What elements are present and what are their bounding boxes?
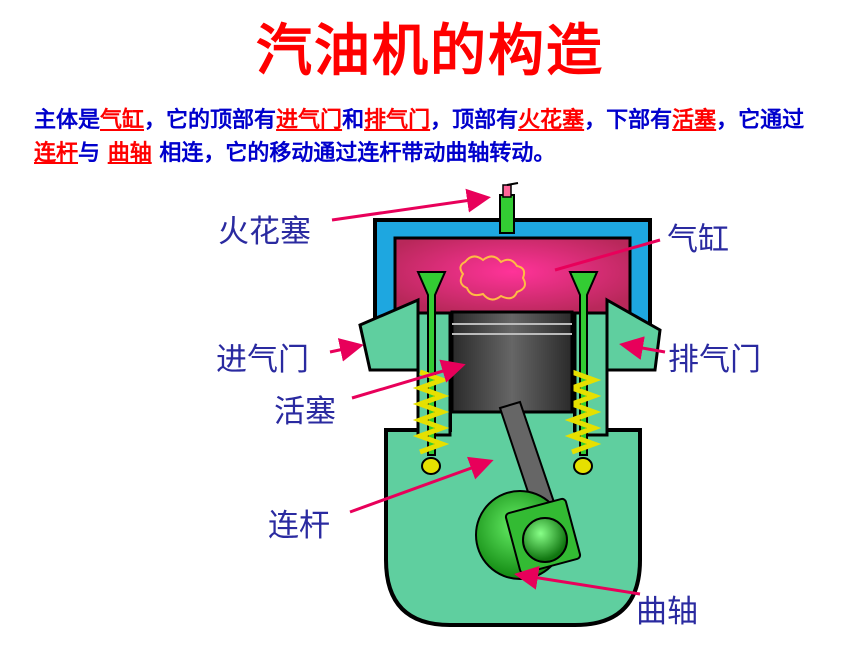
label-connecting-rod: 连杆 [268,508,330,544]
arrow-exhaust-valve [619,336,666,360]
label-piston: 活塞 [274,394,336,430]
piston-shape [450,310,574,414]
arrow-crankshaft [514,565,641,596]
label-spark-plug: 火花塞 [218,214,311,250]
desc-text: 相连，它的移动通过连杆带动曲轴转动。 [151,140,556,166]
crank-pin [522,517,568,563]
desc-text: ，它通过 [716,107,805,133]
description-text: 主体是气缸，它的顶部有进气门和排气门，顶部有火花塞，下部有活塞，它通过连杆与 曲… [34,104,824,170]
label-intake-valve: 进气门 [216,342,309,378]
arrow-connecting-rod [349,456,494,514]
arrow-cylinder [554,238,661,272]
keyword-crankshaft: 曲轴 [107,140,152,166]
desc-text: ，下部有 [584,107,673,133]
desc-text: 和 [342,107,365,133]
keyword-piston: 活塞 [672,107,717,133]
keyword-exhaust-valve: 排气门 [364,107,431,133]
intake-valve-spring [412,369,450,455]
spark-flame [459,255,526,301]
label-crankshaft: 曲轴 [636,594,698,630]
desc-text: ，顶部有 [430,107,519,133]
exhaust-valve-shape [568,271,599,456]
desc-text: 与 [78,140,108,166]
keyword-intake-valve: 进气门 [276,107,343,133]
spark-plug-terminal [506,182,519,186]
arrow-intake-valve [329,338,364,362]
label-exhaust-valve: 排气门 [668,342,761,378]
arrow-spark-plug [331,188,491,222]
intake-cam [421,457,441,475]
page-title: 汽油机的构造 [256,19,604,84]
intake-valve-shape [416,271,447,456]
keyword-cylinder: 气缸 [100,107,145,133]
desc-text: 主体是 [34,107,101,133]
desc-text: ，它的顶部有 [144,107,277,133]
label-cylinder: 气缸 [667,222,729,258]
spark-plug-tip [502,184,512,198]
keyword-connecting-rod: 连杆 [34,140,79,166]
exhaust-cam [573,457,593,475]
intake-port [358,297,420,372]
arrow-piston [351,359,466,400]
exhaust-valve-spring [564,369,602,455]
keyword-spark-plug: 火花塞 [518,107,585,133]
spark-plug-shape [499,194,515,234]
